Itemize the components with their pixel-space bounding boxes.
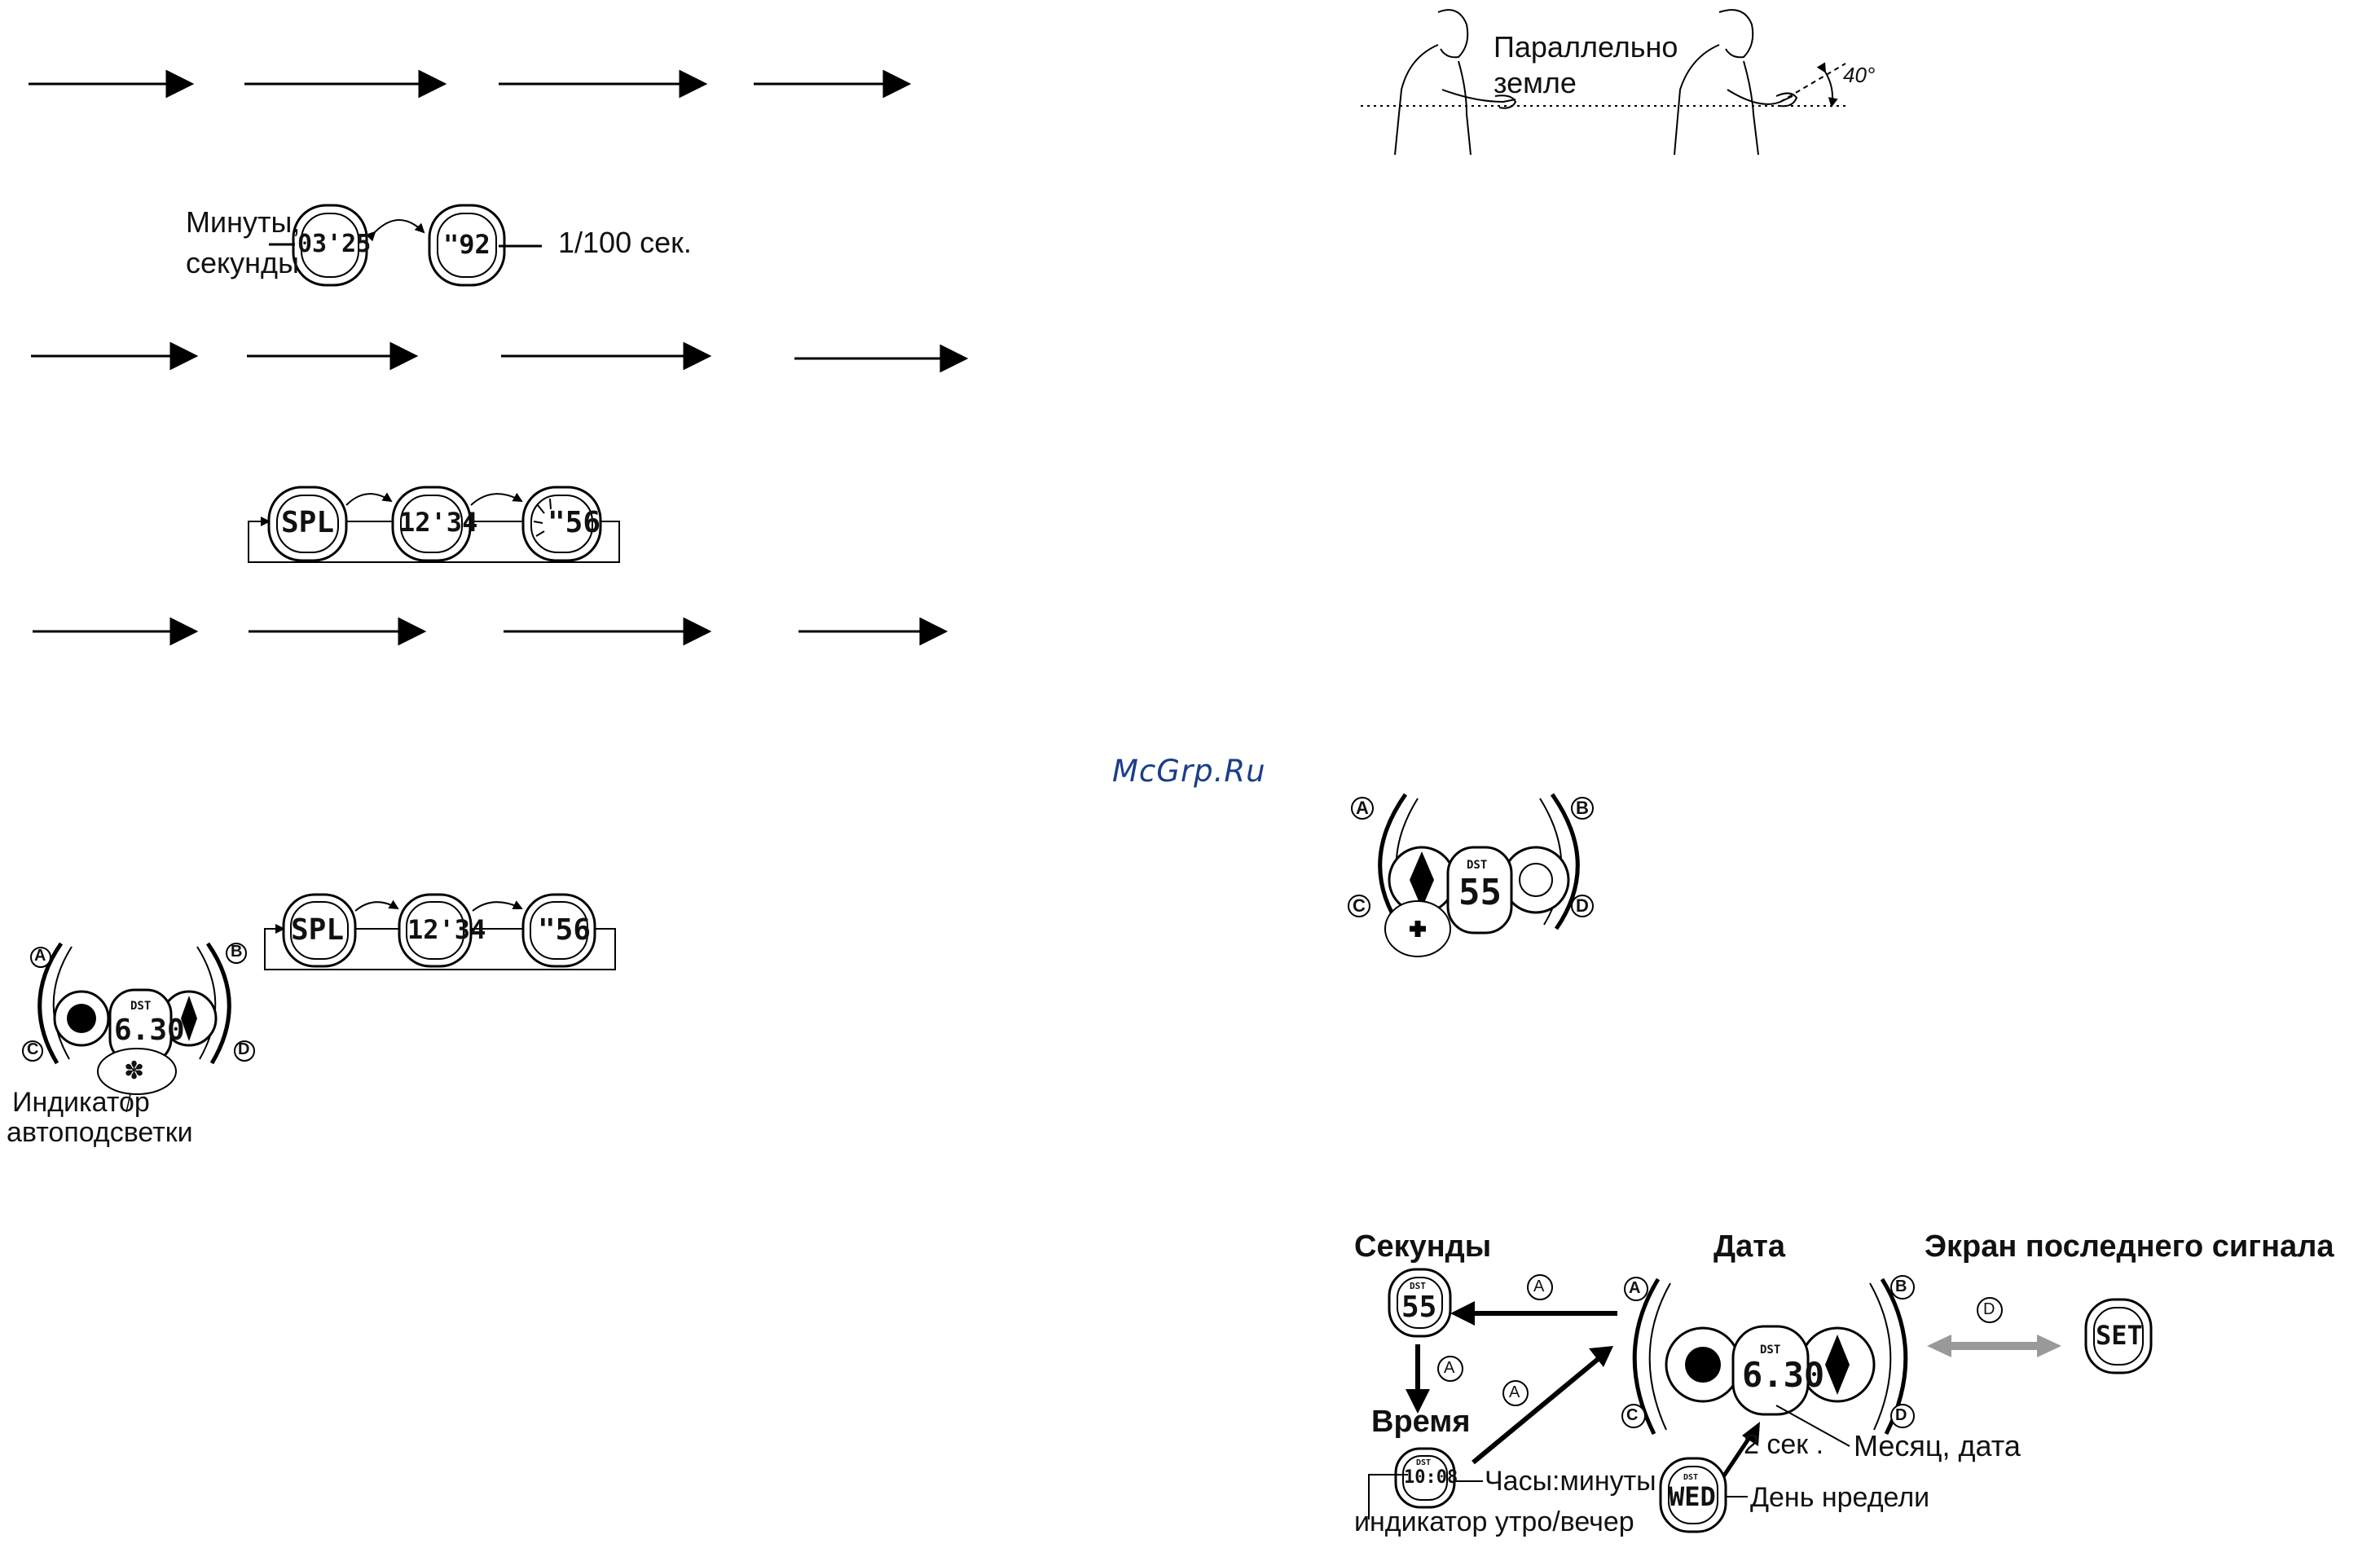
modes-seconds-dst: DST bbox=[1410, 1281, 1426, 1291]
split2-hundredths: "56 bbox=[538, 913, 592, 947]
autolight-dst: DST bbox=[130, 1000, 152, 1013]
sec-watch-btn-a: A bbox=[1356, 798, 1369, 818]
split-diagram-1 bbox=[248, 486, 620, 563]
autolight-btn-a: A bbox=[34, 947, 46, 965]
autolight-watch bbox=[22, 942, 255, 1113]
seconds-watch bbox=[1348, 793, 1594, 957]
date-watch-btn-b: B bbox=[1895, 1278, 1907, 1295]
split2-spl: SPL bbox=[291, 913, 345, 947]
split1-hundredths: "56 bbox=[548, 506, 601, 539]
label-2sec: 2 сек . bbox=[1744, 1429, 1824, 1460]
heading-last-signal: Экран последнего сигнала bbox=[1925, 1229, 2334, 1264]
modes-time-dst: DST bbox=[1416, 1458, 1432, 1467]
label-hours-minutes: Часы:минуты bbox=[1485, 1466, 1656, 1497]
sec-watch-btn-c: C bbox=[1353, 895, 1366, 916]
modes-set-display: SET bbox=[2096, 1320, 2143, 1351]
modes-btn-d: D bbox=[1983, 1300, 1995, 1318]
split1-time: 12'34 bbox=[399, 507, 478, 538]
split-diagram-2 bbox=[264, 893, 616, 970]
label-ampm: индикатор утро/вечер bbox=[1354, 1506, 1634, 1537]
sec-watch-btn-b: B bbox=[1576, 798, 1589, 818]
label-parallel-1: Параллельно bbox=[1494, 30, 1678, 64]
heading-date: Дата bbox=[1714, 1229, 1785, 1264]
arrow-row-1 bbox=[29, 69, 912, 99]
sec-watch-seconds: 55 bbox=[1458, 872, 1502, 913]
split1-spl: SPL bbox=[281, 506, 335, 539]
autolight-btn-d: D bbox=[238, 1040, 250, 1058]
arrow-row-3 bbox=[33, 617, 948, 646]
autolight-btn-b: B bbox=[231, 943, 243, 961]
display-hundredths: "92 bbox=[443, 229, 491, 260]
angle-figure bbox=[1361, 9, 1850, 156]
watermark: McGrp.Ru bbox=[1112, 754, 1266, 789]
date-watch-btn-c: C bbox=[1626, 1406, 1639, 1424]
stopwatch-diagram bbox=[269, 204, 542, 287]
split2-time: 12'34 bbox=[407, 914, 486, 945]
label-seconds: секунды bbox=[186, 246, 299, 279]
modes-diagram bbox=[1368, 1268, 2153, 1533]
date-watch-btn-a: A bbox=[1629, 1279, 1641, 1297]
sec-watch-btn-d: D bbox=[1576, 895, 1589, 916]
label-hundredths: 1/100 сек. bbox=[558, 226, 692, 259]
autolight-indicator-icon: ✽ bbox=[124, 1058, 145, 1084]
modes-btn-a-1: A bbox=[1533, 1278, 1545, 1295]
modes-wed-display: WED bbox=[1669, 1481, 1716, 1512]
modes-date-dst: DST bbox=[1760, 1344, 1781, 1357]
label-minutes: Минуты, bbox=[186, 205, 301, 239]
heading-time: Время bbox=[1371, 1405, 1471, 1439]
arrow-row-2 bbox=[31, 341, 969, 373]
label-autolight-1: Индикатор bbox=[12, 1087, 150, 1118]
display-min-sec: 03'25 bbox=[297, 230, 372, 258]
modes-btn-a-2: A bbox=[1444, 1359, 1455, 1377]
label-angle: 40° bbox=[1843, 63, 1876, 87]
modes-date-display: 6.30 bbox=[1742, 1355, 1825, 1395]
autolight-btn-c: C bbox=[27, 1040, 39, 1058]
modes-btn-a-3: A bbox=[1509, 1383, 1520, 1401]
autolight-date: 6.30 bbox=[114, 1014, 185, 1047]
label-weekday: День нредели bbox=[1750, 1482, 1930, 1513]
label-parallel-2: земле bbox=[1494, 66, 1577, 99]
sec-watch-dst: DST bbox=[1467, 859, 1488, 872]
modes-time-display: 10:08 bbox=[1404, 1467, 1458, 1488]
modes-seconds-display: 55 bbox=[1401, 1291, 1437, 1324]
modes-wed-dst: DST bbox=[1683, 1473, 1699, 1482]
heading-seconds: Секунды bbox=[1354, 1229, 1492, 1264]
date-watch-btn-d: D bbox=[1895, 1406, 1907, 1424]
label-month-date: Месяц, дата bbox=[1854, 1429, 2021, 1462]
label-autolight-2: автоподсветки bbox=[7, 1117, 193, 1148]
